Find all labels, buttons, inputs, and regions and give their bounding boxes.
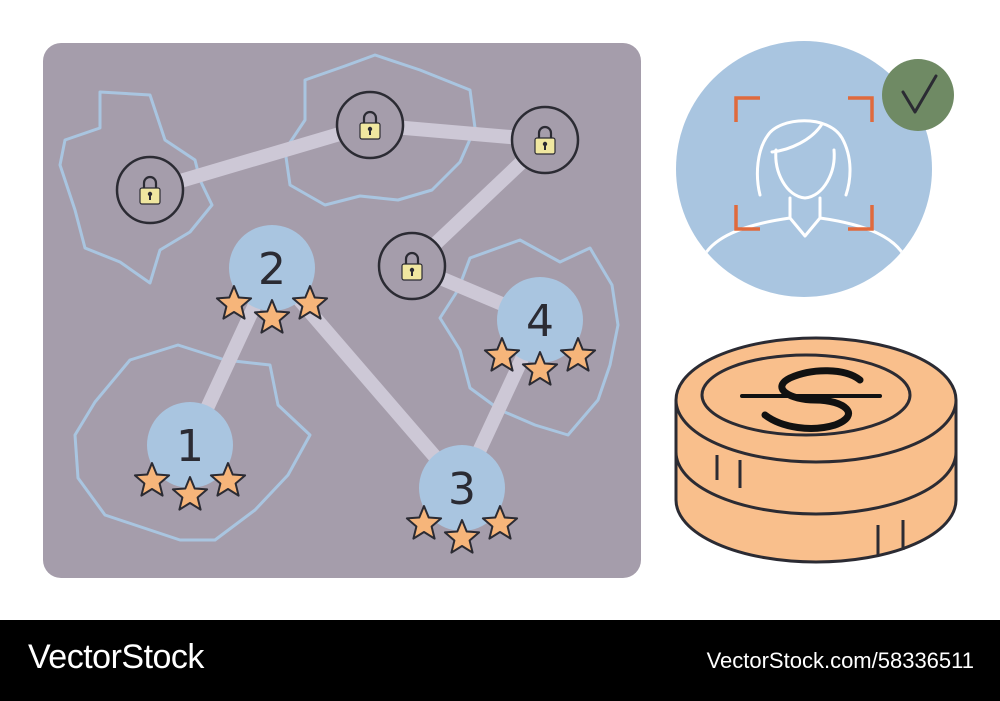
level-number: 1 <box>176 421 204 472</box>
star-icon <box>215 285 253 320</box>
star-icon <box>133 462 171 497</box>
face-verification <box>676 41 954 297</box>
star-icon <box>481 505 519 540</box>
star-icon <box>559 337 597 372</box>
level-number: 3 <box>448 464 476 515</box>
dollar-sign-icon <box>740 367 882 432</box>
star-icon <box>171 476 209 511</box>
level-node-1[interactable]: 1 <box>133 402 247 511</box>
star-icon <box>443 519 481 554</box>
map-region <box>283 53 477 207</box>
map-path <box>143 118 377 197</box>
brand-logo: VectorStock <box>28 638 204 676</box>
padlock-icon <box>139 175 161 205</box>
stock-id: VectorStock.com/58336511 <box>706 648 974 673</box>
checkmark-icon <box>901 74 938 114</box>
coin-icon <box>674 336 958 564</box>
padlock-icon <box>534 125 556 155</box>
star-icon <box>291 285 329 320</box>
star-icon <box>253 299 291 334</box>
padlock-icon <box>359 110 381 140</box>
verified-badge <box>882 59 954 131</box>
star-icon <box>209 462 247 497</box>
map-region <box>58 90 214 285</box>
face-recognition-icon <box>698 119 910 267</box>
locked-level-node[interactable] <box>510 105 580 175</box>
map-region <box>73 343 312 542</box>
locked-level-node[interactable] <box>377 231 447 301</box>
level-number: 4 <box>526 296 554 347</box>
locked-level-node[interactable] <box>115 155 185 225</box>
game-illustration: 1 2 3 4 <box>43 41 958 578</box>
level-number: 2 <box>258 244 286 295</box>
level-node-3[interactable]: 3 <box>405 445 519 554</box>
star-icon <box>483 337 521 372</box>
level-node-2[interactable]: 2 <box>215 225 329 334</box>
face-scan-frame <box>734 96 874 231</box>
locked-level-node[interactable] <box>335 90 405 160</box>
footer-bar: VectorStock VectorStock.com/58336511 <box>0 620 1000 701</box>
star-icon <box>521 351 559 386</box>
star-icon <box>405 505 443 540</box>
avatar-circle <box>676 41 932 297</box>
level-node-4[interactable]: 4 <box>483 277 597 386</box>
padlock-icon <box>401 251 423 281</box>
map-region <box>438 238 620 437</box>
